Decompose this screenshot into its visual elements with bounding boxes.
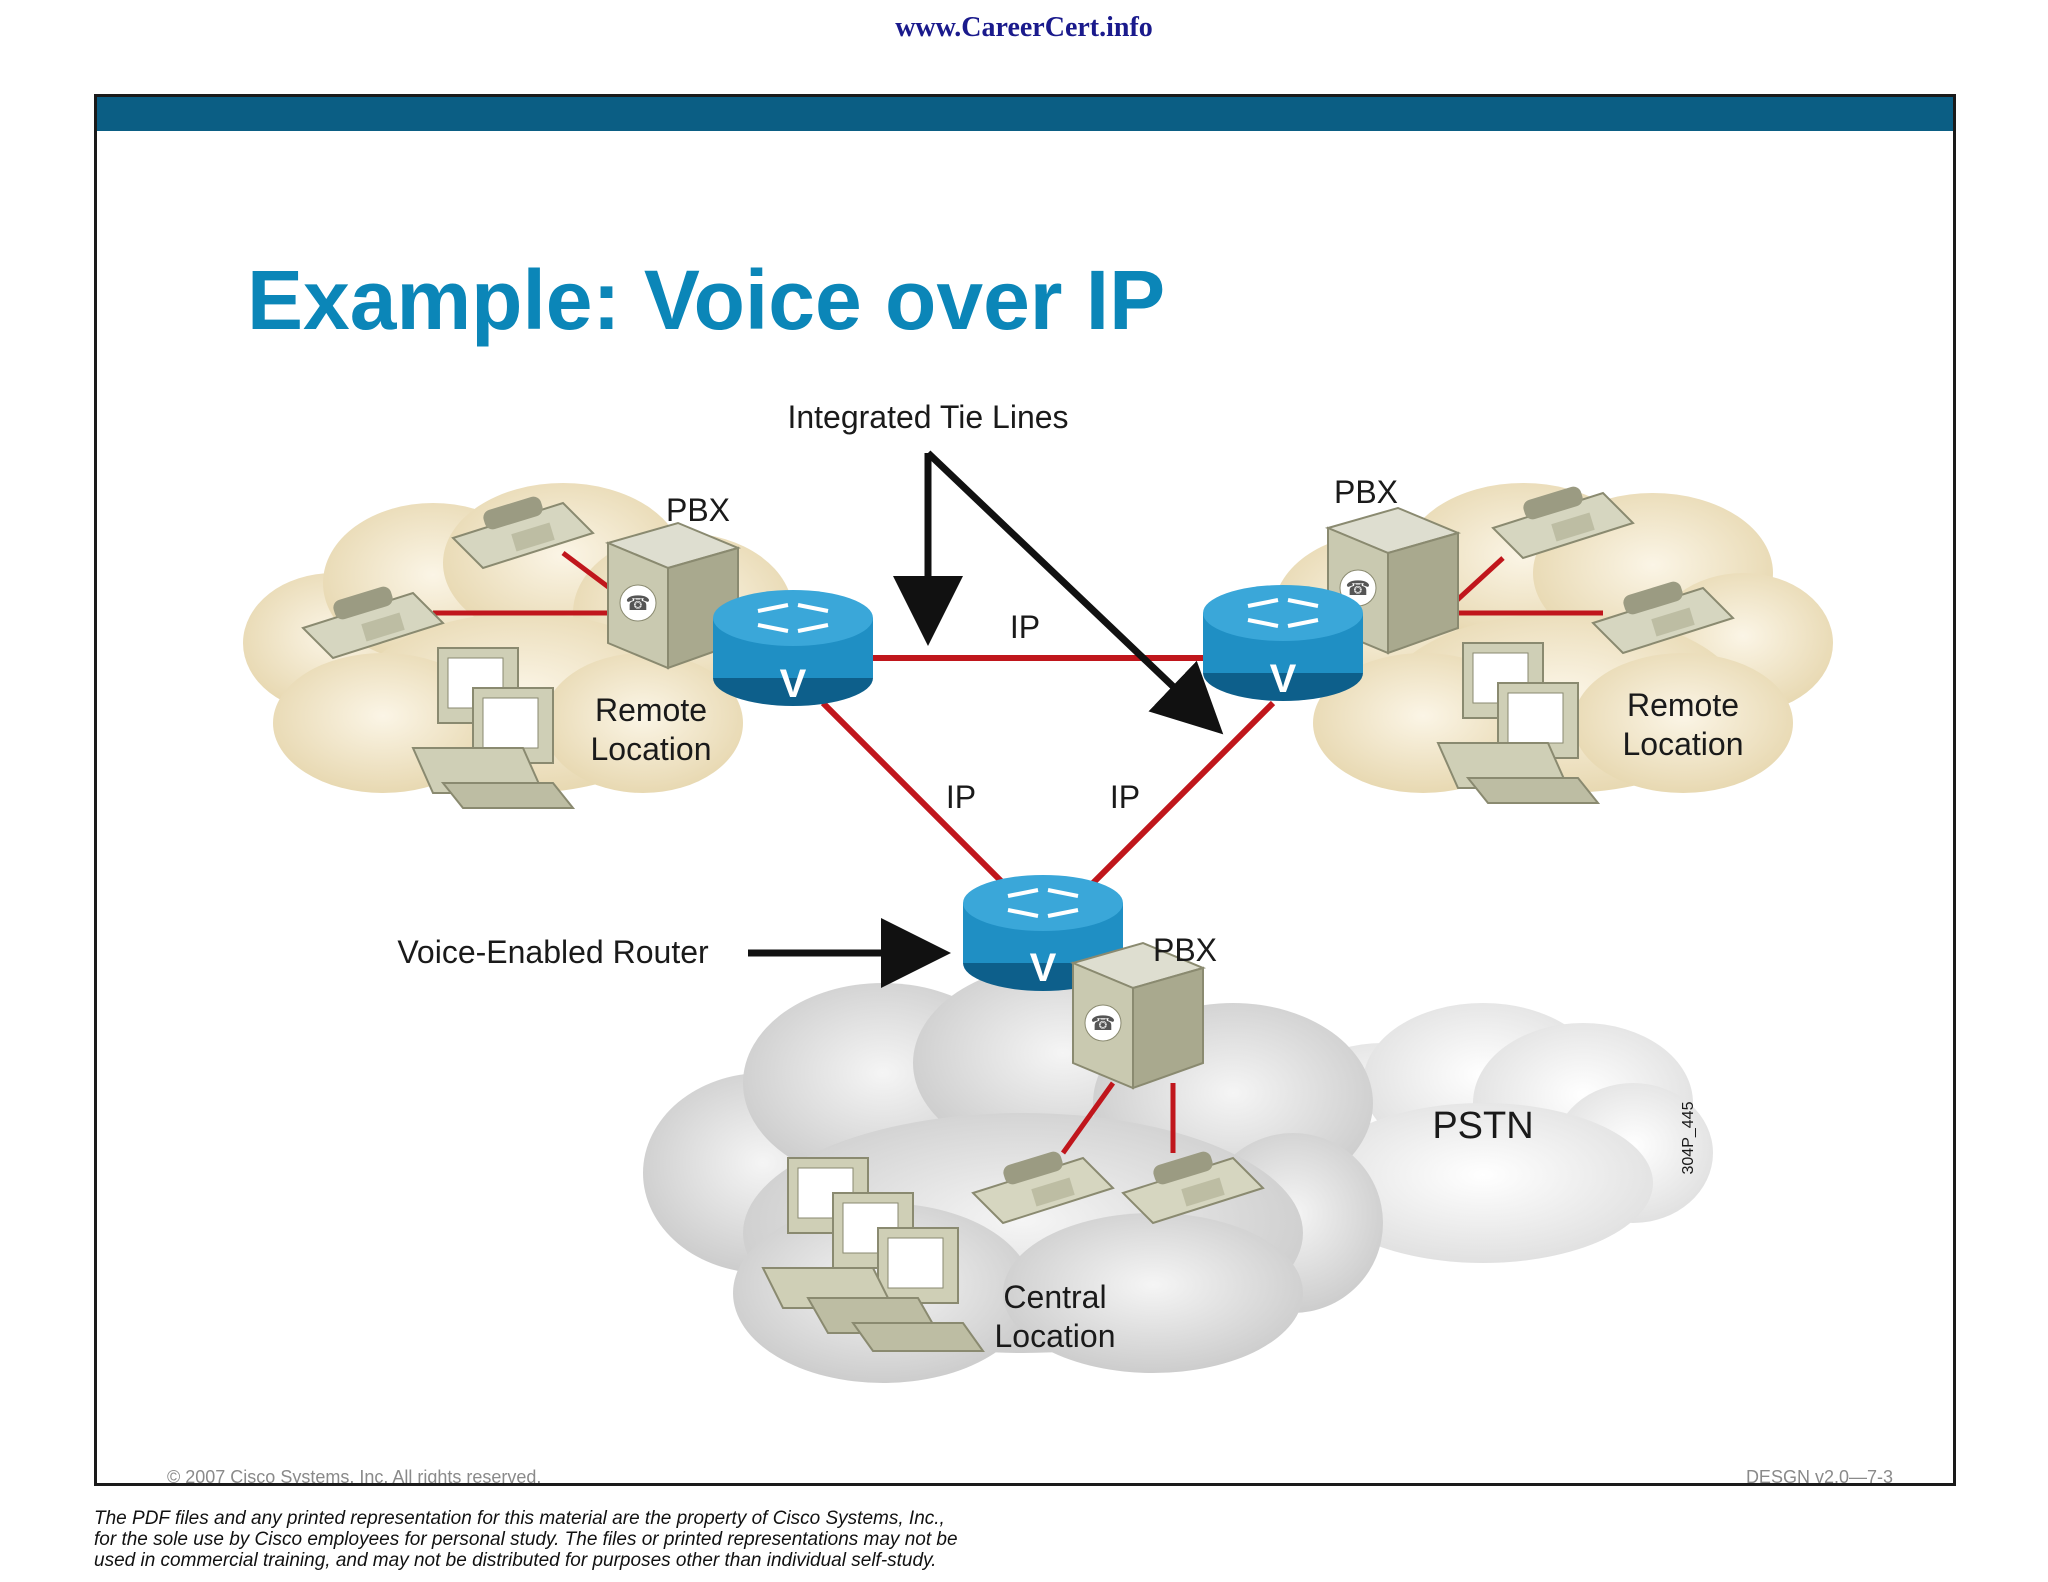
right-phone-mid xyxy=(1591,581,1735,655)
central-phone-left xyxy=(971,1151,1115,1225)
disclaimer-line-1: The PDF files and any printed representa… xyxy=(94,1508,945,1529)
svg-text:V: V xyxy=(780,662,807,706)
right-phone-top xyxy=(1491,486,1635,560)
figure-id: 304P_445 xyxy=(1680,1101,1697,1174)
ip-right-label: IP xyxy=(1110,779,1140,815)
svg-text:☎: ☎ xyxy=(1346,578,1371,600)
ip-links xyxy=(820,655,1276,896)
right-pbx-icon: ☎ xyxy=(1324,506,1462,655)
svg-text:☎: ☎ xyxy=(1091,1013,1116,1035)
central-site-name-line1: Central xyxy=(1003,1279,1106,1315)
disclaimer-line-2: for the sole use by Cisco employees for … xyxy=(94,1529,958,1550)
left-pbx-label: PBX xyxy=(666,492,730,528)
slide-top-bar xyxy=(97,97,1953,131)
slide-copyright: © 2007 Cisco Systems, Inc. All rights re… xyxy=(167,1467,542,1486)
slide-code: DESGN v2.0—7-3 xyxy=(1745,1467,1893,1486)
site-url-header: www.CareerCert.info xyxy=(895,12,1153,43)
central-computers xyxy=(761,1157,985,1352)
right-site-name-line2: Location xyxy=(1623,726,1744,762)
central-router: V xyxy=(963,875,1123,991)
disclaimer: The PDF files and any printed representa… xyxy=(94,1508,1194,1571)
left-phone-mid xyxy=(301,586,445,660)
tie-lines-arrows xyxy=(893,450,1224,735)
central-site-links xyxy=(1060,1081,1176,1155)
voip-diagram: ☎ V xyxy=(243,399,1833,1383)
left-phone-top xyxy=(451,496,595,570)
svg-text:V: V xyxy=(1030,946,1057,990)
right-site-name-line1: Remote xyxy=(1627,687,1739,723)
slide-frame: Example: Voice over IP xyxy=(94,94,1956,1486)
slide-title: Example: Voice over IP xyxy=(247,253,1166,347)
central-pbx-label: PBX xyxy=(1153,932,1217,968)
voice-router-label: Voice-Enabled Router xyxy=(397,934,709,970)
left-site-name-line1: Remote xyxy=(595,692,707,728)
svg-text:☎: ☎ xyxy=(626,593,651,615)
ip-top-label: IP xyxy=(1010,609,1040,645)
right-computers xyxy=(1436,642,1601,804)
disclaimer-line-3: used in commercial training, and may not… xyxy=(94,1550,937,1571)
ip-left-label: IP xyxy=(946,779,976,815)
left-pbx-icon: ☎ xyxy=(604,521,742,670)
right-pbx-label: PBX xyxy=(1334,474,1398,510)
right-router: V xyxy=(1203,585,1363,701)
left-computers xyxy=(411,647,576,809)
ip-link-left xyxy=(820,700,1016,896)
left-site-name-line2: Location xyxy=(591,731,712,767)
tie-lines-label: Integrated Tie Lines xyxy=(787,399,1068,435)
svg-text:V: V xyxy=(1270,657,1297,701)
ip-link-right xyxy=(1080,700,1276,896)
pstn-label: PSTN xyxy=(1432,1105,1533,1147)
central-site-name-line2: Location xyxy=(995,1318,1116,1354)
left-router: V xyxy=(713,590,873,706)
central-phone-right xyxy=(1121,1151,1265,1225)
central-pbx-icon: ☎ xyxy=(1069,941,1207,1090)
